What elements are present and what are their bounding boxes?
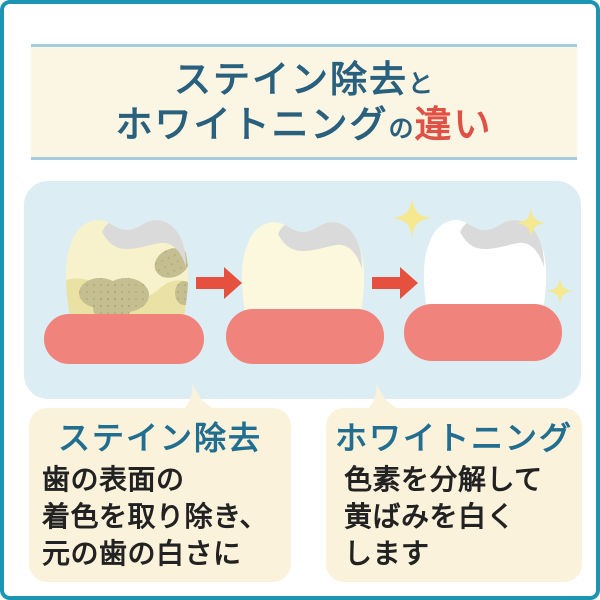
stain-removal-body-line: 着色を取り除き、: [42, 501, 269, 532]
whitening-body: 色素を分解して 黄ばみを白く します: [344, 461, 582, 572]
title-line2-accent: 違い: [414, 104, 493, 145]
title-line2-main: ホワイトニング: [115, 104, 389, 145]
whitening-body-line: します: [344, 538, 430, 569]
whitening-body-line: 色素を分解して: [344, 464, 543, 495]
teeth-progression-panel: [24, 181, 581, 399]
title-line1-main: ステイン除去: [173, 58, 408, 100]
stain-removal-body: 歯の表面の 着色を取り除き、 元の歯の白さに: [42, 461, 291, 572]
right-arrow-icon: [372, 267, 418, 299]
gum-icon: [44, 314, 204, 364]
sparkle-icon: [392, 198, 432, 238]
whitening-body-line: 黄ばみを白く: [344, 501, 516, 532]
gum-icon: [226, 309, 384, 364]
right-arrow-icon: [196, 267, 242, 299]
stain-removal-callout: ステイン除去 歯の表面の 着色を取り除き、 元の歯の白さに: [29, 408, 291, 582]
stain-removal-heading: ステイン除去: [57, 420, 262, 456]
title-line2-particle: の: [388, 115, 415, 143]
whitening-heading: ホワイトニング: [334, 420, 573, 456]
gum-icon: [404, 304, 562, 361]
teeth-progression-illustration: [44, 198, 573, 364]
speech-tail-icon: [182, 381, 217, 413]
stain-removal-body-line: 元の歯の白さに: [42, 538, 242, 569]
whitening-callout: ホワイトニング 色素を分解して 黄ばみを白く します: [326, 408, 582, 582]
title-line1-particle: と: [407, 69, 434, 98]
sparkle-icon: [547, 278, 573, 304]
stain-removal-body-line: 歯の表面の: [42, 464, 185, 495]
title-line-1: ステイン除去と: [174, 59, 434, 100]
title-line-2: ホワイトニングの違い: [115, 104, 492, 145]
speech-tail-icon: [366, 381, 401, 413]
title-banner: ステイン除去と ホワイトニングの違い: [31, 44, 577, 160]
